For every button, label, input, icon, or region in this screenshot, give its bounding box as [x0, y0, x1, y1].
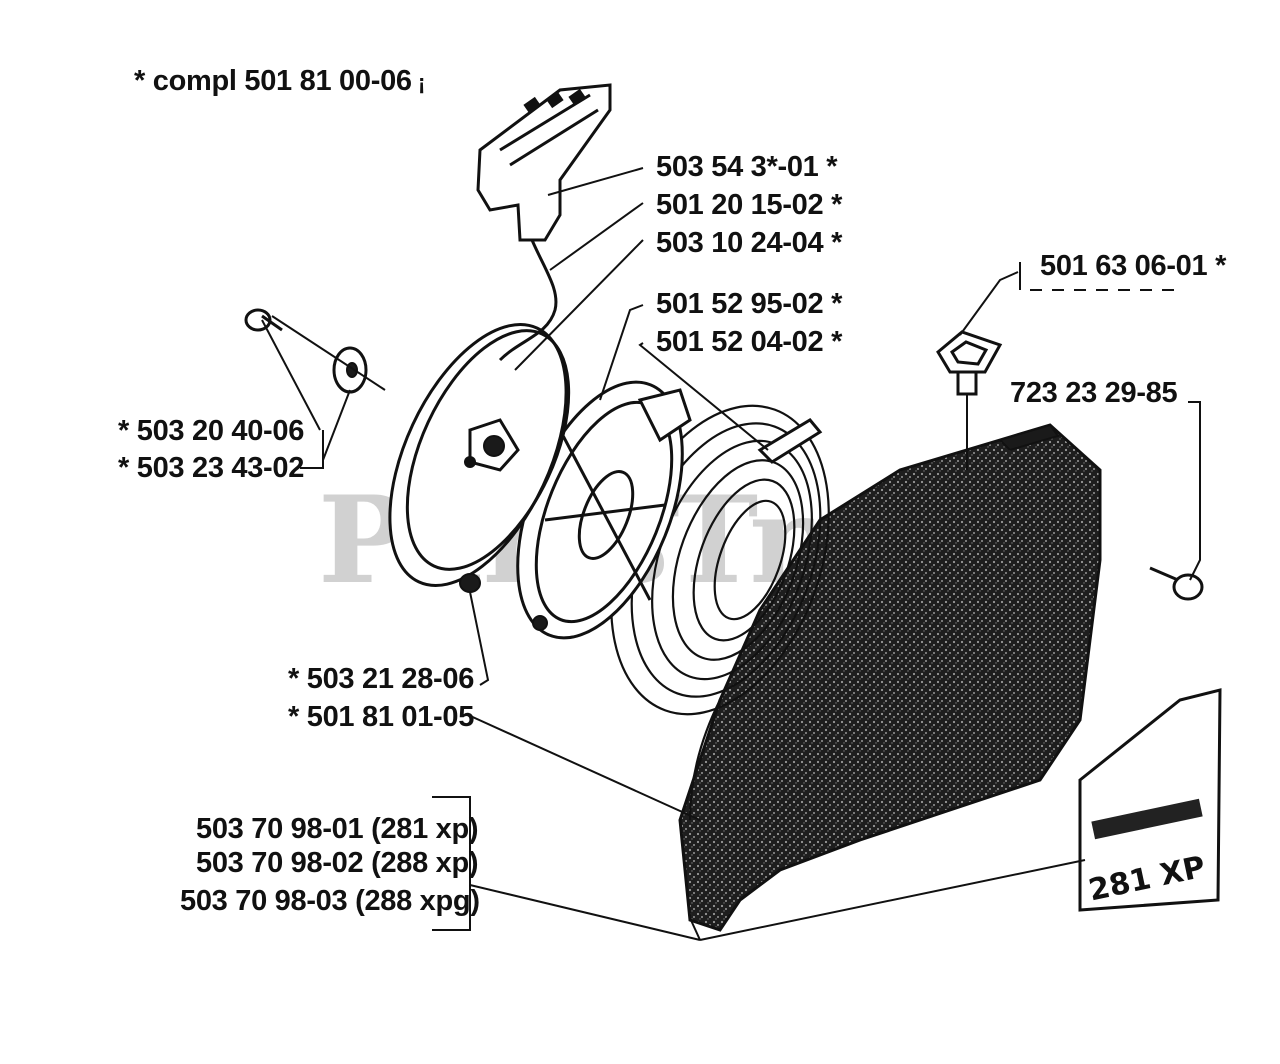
callout-left-screw: * 503 20 40-06: [118, 415, 304, 447]
starter-handle: [476, 83, 612, 362]
nut: [459, 573, 481, 593]
callout-compl-mark: ¡: [418, 70, 425, 95]
callout-decal-281: 503 70 98-01 (281 xp): [196, 813, 478, 845]
callout-cover-screw: 723 23 29-85: [1010, 377, 1177, 409]
callout-cap: 501 63 06-01 *: [1040, 250, 1227, 282]
callout-decal-288g: 503 70 98-03 (288 xpg): [180, 885, 480, 917]
rope-pulley: [388, 323, 571, 587]
starter-housing: [678, 423, 1102, 932]
leader-lines: [261, 167, 1201, 941]
handle-cap: [936, 330, 1003, 470]
callout-handle: 503 54 3*-01 *: [656, 151, 838, 183]
callout-decal-288: 503 70 98-02 (288 xp): [196, 847, 478, 879]
callout-spring: 501 52 04-02 *: [656, 326, 843, 358]
left-washer: [332, 346, 368, 394]
callout-pulley: 503 10 24-04 *: [656, 227, 843, 259]
callout-nut: * 503 21 28-06: [288, 663, 474, 695]
callout-compl: * compl 501 81 00-06: [134, 65, 412, 97]
callout-pawl: 501 52 95-02 *: [656, 288, 843, 320]
callout-housing: * 501 81 01-05: [288, 701, 474, 733]
callouts: * compl 501 81 00-06 ¡ 503 54 3*-01 * 50…: [118, 65, 1227, 917]
cover-screw: [1149, 566, 1204, 601]
model-decal: 281 XP: [1078, 688, 1222, 912]
callout-rope: 501 20 15-02 *: [656, 189, 843, 221]
callout-left-washer: * 503 23 43-02: [118, 452, 304, 484]
